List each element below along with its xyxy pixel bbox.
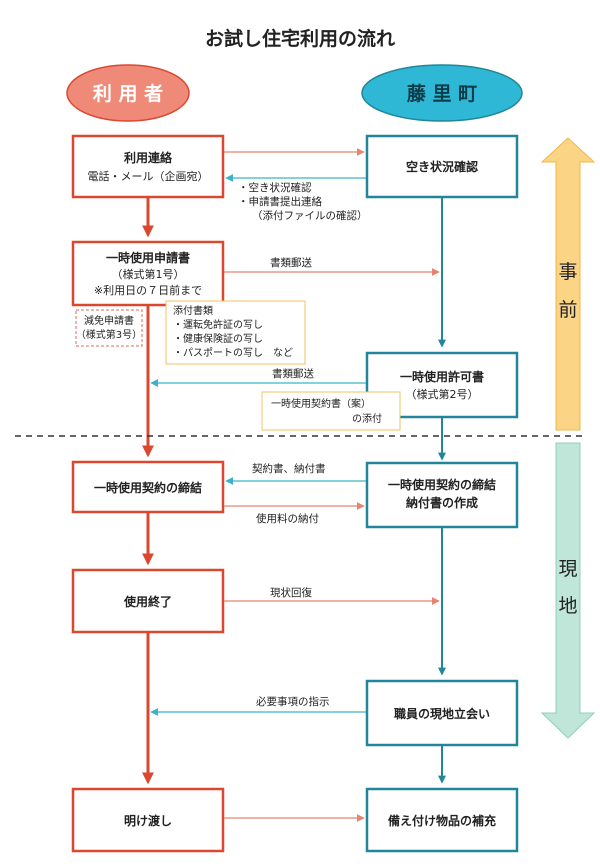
user-lane-label: 利 用 者 <box>93 83 163 105</box>
town-lane-label: 藤 里 町 <box>407 82 477 105</box>
town-box-contract: 一時使用契約の締結 納付書の作成 <box>365 461 519 529</box>
label-fee-payment: 使用料の納付 <box>256 512 319 525</box>
town-box-contract-title: 一時使用契約の締結 <box>388 477 496 492</box>
label-availability-1: ・空き状況確認 <box>238 181 312 194</box>
note-contract-draft-1: 一時使用契約書（案） <box>271 397 371 410</box>
user-box-application: 一時使用申請書 （様式第1号） ※利用日の７日前まで <box>71 240 225 307</box>
label-mail-2: 書類郵送 <box>272 367 314 380</box>
note-attachments: 添付書類 ・運転免許証の写し ・健康保険証の写し ・パスポートの写し など <box>165 300 306 365</box>
town-box-permit-title: 一時使用許可書 <box>400 369 484 384</box>
note-reduction-form-no: （様式第3号） <box>76 328 142 341</box>
phase-onsite-char-1: 現 <box>558 558 577 580</box>
label-contract-docs: 契約書、納付書 <box>252 462 326 475</box>
label-availability-3: （添付ファイルの確認） <box>252 209 368 222</box>
town-box-inspection: 職員の現地立会い <box>365 679 519 747</box>
user-box-end: 使用終了 <box>71 568 225 634</box>
user-box-contact-title: 利用連絡 <box>124 150 173 165</box>
diagram-title: お試し住宅利用の流れ <box>205 27 395 50</box>
phase-onsite-arrow: 現 地 <box>540 442 596 739</box>
town-box-check-title: 空き状況確認 <box>406 159 478 174</box>
town-box-contract-sub: 納付書の作成 <box>406 495 478 510</box>
user-lane-oval <box>66 64 190 122</box>
town-box-permit-form: （様式第2号） <box>406 387 479 401</box>
note-contract-draft: 一時使用契約書（案） の添付 <box>261 391 401 431</box>
note-attachments-item-3: ・パスポートの写し など <box>173 347 293 359</box>
label-mail-1: 書類郵送 <box>270 256 312 269</box>
town-lane-oval <box>361 64 523 122</box>
note-reduction-form: 減免申請書 （様式第3号） <box>75 309 143 347</box>
town-box-replenish-title: 備え付け物品の補充 <box>388 813 496 828</box>
user-box-contact: 利用連絡 電話・メール（企画宛） <box>71 134 225 199</box>
phase-before-arrow: 事 前 <box>540 137 596 431</box>
user-box-application-title: 一時使用申請書 <box>106 250 190 265</box>
town-box-replenish: 備え付け物品の補充 <box>365 787 519 853</box>
user-box-application-note: ※利用日の７日前まで <box>94 283 202 297</box>
user-box-contract: 一時使用契約の締結 <box>71 460 225 514</box>
user-box-contract-title: 一時使用契約の締結 <box>94 480 202 495</box>
label-availability-2: ・申請書提出連絡 <box>238 195 322 208</box>
label-instruction: 必要事項の指示 <box>256 695 330 708</box>
town-box-inspection-title: 職員の現地立会い <box>394 706 490 721</box>
note-attachments-title: 添付書類 <box>173 304 213 317</box>
user-box-application-form: （様式第1号） <box>112 267 185 281</box>
phase-before-char-1: 事 <box>558 261 577 283</box>
note-reduction-title: 減免申請書 <box>84 314 134 327</box>
user-box-contact-sub: 電話・メール（企画宛） <box>88 169 209 183</box>
note-contract-draft-2: の添付 <box>352 412 382 425</box>
note-attachments-item-2: ・健康保険証の写し <box>173 332 263 345</box>
note-attachments-item-1: ・運転免許証の写し <box>173 318 263 331</box>
user-box-handover: 明け渡し <box>71 787 225 853</box>
phase-before-char-2: 前 <box>558 299 577 321</box>
town-box-check: 空き状況確認 <box>365 134 519 199</box>
user-box-handover-title: 明け渡し <box>124 813 172 828</box>
phase-onsite-char-2: 地 <box>558 595 577 617</box>
user-box-end-title: 使用終了 <box>123 594 172 609</box>
label-restoration: 現状回復 <box>270 586 312 599</box>
